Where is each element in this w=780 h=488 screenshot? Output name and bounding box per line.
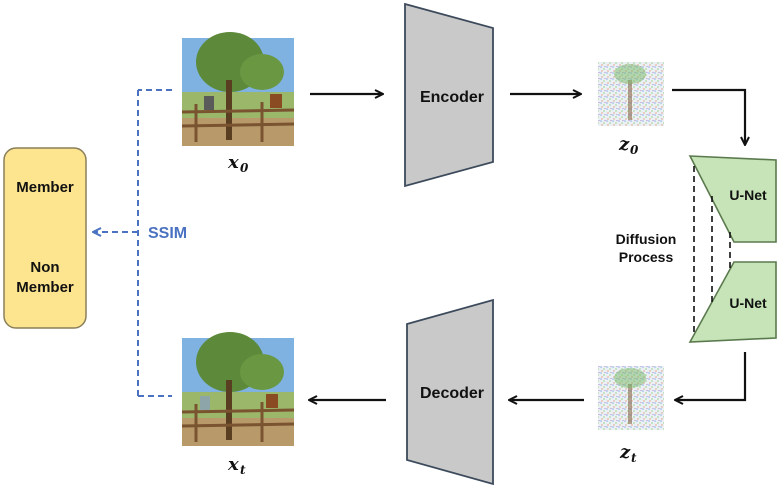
zt-label-base: z <box>619 442 631 463</box>
membership-box <box>3 147 87 329</box>
diffusion-label-line2: Process <box>619 249 674 265</box>
arrow-z0-to-unet <box>672 88 745 144</box>
z0-label-sub: 0 <box>630 143 639 157</box>
decoder-label: Decoder <box>420 385 484 402</box>
unet-top-label: U-Net <box>729 187 767 203</box>
diffusion-dashed-lines <box>693 166 731 332</box>
zt-latent-image <box>598 366 664 430</box>
member-label: Member <box>16 179 74 196</box>
decoder-block <box>406 298 494 486</box>
unet-bottom-label: U-Net <box>729 295 767 311</box>
encoder-label: Encoder <box>420 89 484 106</box>
unet-bottom-block <box>688 261 777 343</box>
xt-label-base: x <box>227 454 239 475</box>
arrow-unet-to-zt <box>676 352 747 400</box>
z0-latent-image <box>598 62 664 126</box>
non-member-label-line1: Non <box>30 259 59 276</box>
xt-image <box>181 332 295 446</box>
x0-label-base: x <box>227 152 239 173</box>
zt-label-sub: t <box>631 451 637 465</box>
non-member-label-line2: Member <box>16 279 74 296</box>
x0-label-sub: 0 <box>240 161 249 175</box>
ssim-label: SSIM <box>148 225 187 242</box>
unet-top-block <box>688 155 777 243</box>
z0-label-base: z <box>618 134 630 155</box>
encoder-block <box>404 2 494 188</box>
xt-label-sub: t <box>240 463 246 477</box>
ssim-bracket <box>94 89 172 397</box>
diffusion-label-line1: Diffusion <box>616 231 677 247</box>
x0-image <box>181 32 295 146</box>
